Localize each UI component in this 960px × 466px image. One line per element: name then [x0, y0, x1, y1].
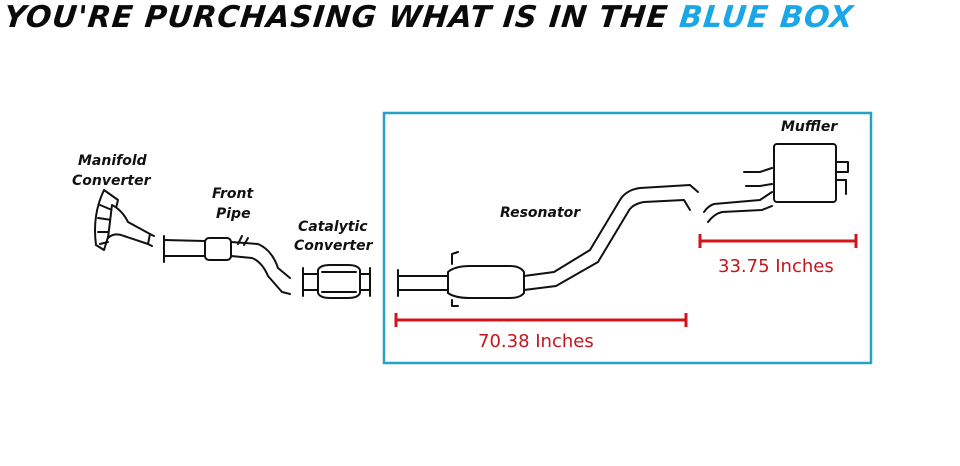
blue-box: [382, 111, 873, 365]
resonator-label: Resonator: [500, 205, 581, 221]
muffler-length-label: 33.75 Inches: [718, 256, 834, 277]
front-pipe-part: [163, 235, 291, 295]
manifold-converter-label-1: Manifold: [78, 153, 148, 169]
muffler-label: Muffler: [781, 119, 838, 135]
front-pipe-label-2: Pipe: [216, 206, 251, 222]
catalytic-converter-label-2: Converter: [294, 238, 374, 254]
catalytic-converter-part: [302, 264, 371, 299]
manifold-converter-label-2: Converter: [72, 173, 152, 189]
muffler-dimension: [698, 234, 858, 248]
muffler-part: [703, 143, 849, 223]
catalytic-converter-label-1: Catalytic: [298, 219, 368, 235]
manifold-converter-part: [94, 189, 155, 251]
resonator-dimension: [394, 313, 688, 327]
front-pipe-label-1: Front: [212, 186, 255, 202]
resonator-pipe-part: [397, 184, 699, 307]
resonator-length-label: 70.38 Inches: [478, 331, 594, 352]
